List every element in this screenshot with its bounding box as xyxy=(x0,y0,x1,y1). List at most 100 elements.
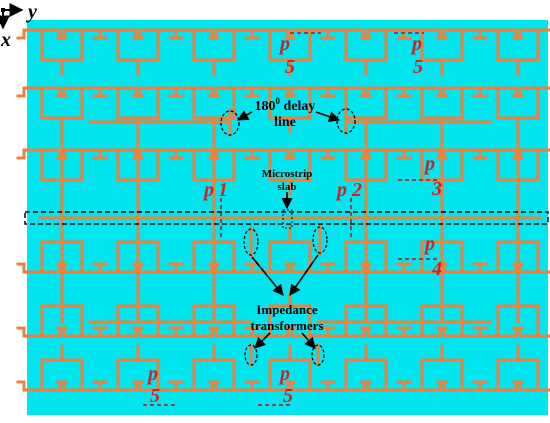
trace-junction-38 xyxy=(192,44,236,76)
transformer-arrow-ul xyxy=(251,256,284,296)
trace-element-43 xyxy=(208,148,260,168)
trace-element-28 xyxy=(132,254,184,274)
trace-element-58 xyxy=(284,86,336,106)
port-p5-br-number: 5 xyxy=(283,385,293,407)
trace-element-55 xyxy=(284,28,336,48)
axis-x-label: x xyxy=(0,29,11,51)
delay-line-label-2: line xyxy=(274,115,296,130)
port-p4-letter: p xyxy=(423,233,435,255)
trace-element-82 xyxy=(360,254,412,274)
microstrip-label: Microstrip xyxy=(262,168,313,180)
trace-element-1 xyxy=(56,28,108,48)
port-p5-br-letter: p xyxy=(278,363,290,385)
trace-element-64 xyxy=(284,254,336,274)
trace-element-40 xyxy=(208,86,260,106)
trace-junction-35 xyxy=(116,344,160,376)
trace-element-123 xyxy=(472,372,524,392)
trace-element-3 xyxy=(16,86,68,106)
trace-transformers xyxy=(249,224,322,367)
trace-junction-59 xyxy=(268,102,312,134)
trace-element-10 xyxy=(56,254,108,274)
annotation-arrows xyxy=(237,110,341,349)
trace-element-79 xyxy=(360,148,412,168)
trace-element-96 xyxy=(396,148,448,168)
trace-junction-20 xyxy=(116,44,160,76)
trace-element-48 xyxy=(168,318,220,338)
trace-element-33 xyxy=(92,372,144,392)
trace-element-49 xyxy=(208,318,260,338)
trace-element-108 xyxy=(472,28,524,48)
trace-element-72 xyxy=(320,28,372,48)
trace-element-21 xyxy=(92,86,144,106)
trace-element-39 xyxy=(168,86,220,106)
trace-junction-56 xyxy=(268,44,312,76)
trace-element-117 xyxy=(472,254,524,274)
trace-element-118 xyxy=(512,254,550,274)
trace-element-45 xyxy=(168,254,220,274)
trace-element-4 xyxy=(56,86,108,106)
trace-junction-125 xyxy=(496,344,540,376)
port-p5-tr-letter: p xyxy=(410,33,422,55)
port-p5-bl-number: 5 xyxy=(150,385,160,407)
trace-element-60 xyxy=(244,148,296,168)
transformer-arrow-ll xyxy=(254,332,271,349)
trace-element-18 xyxy=(92,28,144,48)
port-p5-tl-number: 5 xyxy=(285,56,295,78)
trace-element-7 xyxy=(56,148,108,168)
trace-element-13 xyxy=(56,318,108,338)
transformer-arrow-lr xyxy=(301,332,316,349)
trace-element-9 xyxy=(16,254,68,274)
trace-element-90 xyxy=(396,28,448,48)
delay-arrow-right xyxy=(315,111,341,122)
trace-element-0 xyxy=(16,28,68,48)
trace-junction-89 xyxy=(344,344,388,376)
trace-element-105 xyxy=(396,372,448,392)
trace-element-24 xyxy=(92,148,144,168)
trace-element-66 xyxy=(244,318,296,338)
trace-element-103 xyxy=(436,318,488,338)
trace-element-87 xyxy=(320,372,372,392)
port-p1-number: 1 xyxy=(218,179,228,201)
trace-junction-110 xyxy=(496,44,540,76)
trace-element-15 xyxy=(16,372,68,392)
trace-element-121 xyxy=(512,318,550,338)
trace-element-76 xyxy=(360,86,412,106)
trace-element-106 xyxy=(436,372,488,392)
trace-element-88 xyxy=(360,372,412,392)
trace-element-70 xyxy=(284,372,336,392)
trace-junction-62 xyxy=(268,164,312,196)
transformer-arrow-ur xyxy=(289,254,319,296)
port-p1-letter: p xyxy=(202,179,214,201)
trace-element-120 xyxy=(472,318,524,338)
trace-element-25 xyxy=(132,148,184,168)
port-p2-number: 2 xyxy=(351,179,362,201)
port-p3-number: 3 xyxy=(431,178,442,200)
trace-element-84 xyxy=(320,318,372,338)
trace-element-12 xyxy=(16,318,68,338)
trace-element-81 xyxy=(320,254,372,274)
trace-element-51 xyxy=(168,372,220,392)
trace-junction-74 xyxy=(344,44,388,76)
trace-element-124 xyxy=(512,372,550,392)
trace-element-75 xyxy=(320,86,372,106)
trace-element-52 xyxy=(208,372,260,392)
trace-element-22 xyxy=(132,86,184,106)
trace-element-67 xyxy=(284,318,336,338)
trace-element-114 xyxy=(472,148,524,168)
trace-element-6 xyxy=(16,148,68,168)
delay-line-left-ellipse xyxy=(220,110,240,136)
trace-element-109 xyxy=(512,28,550,48)
trace-element-37 xyxy=(208,28,260,48)
transformer-lower-right-ellipse xyxy=(311,344,325,366)
trace-element-34 xyxy=(132,372,184,392)
trace-element-54 xyxy=(244,28,296,48)
axis-y-label: y xyxy=(26,1,37,23)
trace-element-69 xyxy=(244,372,296,392)
trace-delay-lines xyxy=(228,106,348,137)
trace-layer xyxy=(16,28,550,392)
port-p2-letter: p xyxy=(335,179,347,201)
trace-junction-71 xyxy=(268,344,312,376)
trace-junction-17 xyxy=(40,344,84,376)
trace-element-94 xyxy=(436,86,488,106)
trace-element-112 xyxy=(512,86,550,106)
